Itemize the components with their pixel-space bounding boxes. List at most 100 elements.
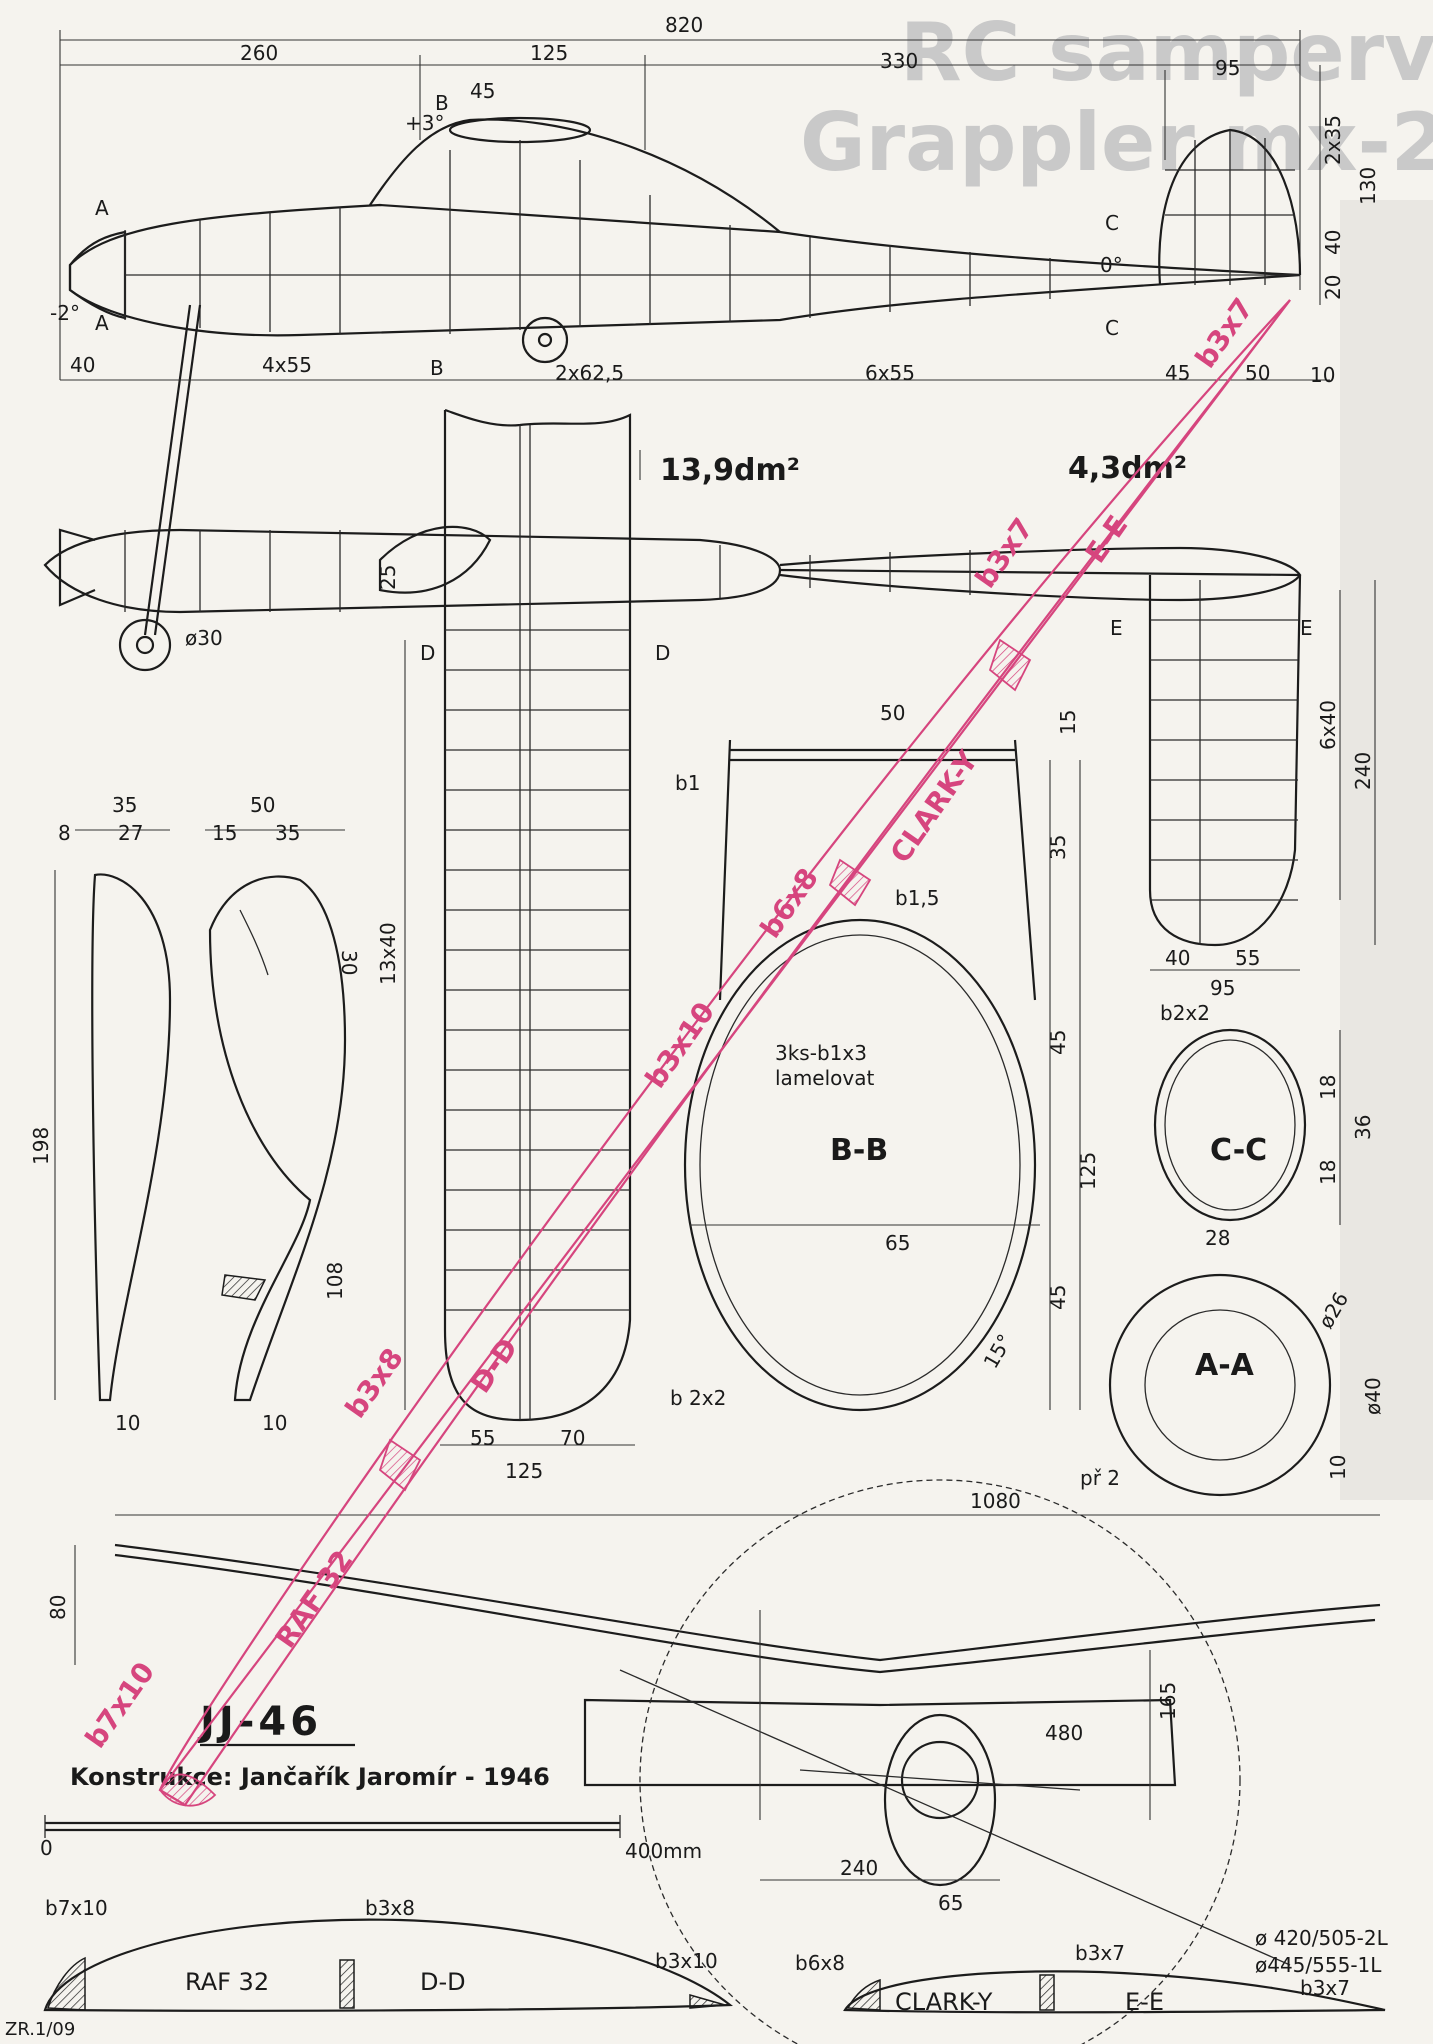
aa-pr2: př 2 (1080, 1466, 1120, 1490)
front-65: 65 (938, 1891, 963, 1915)
wheel-diameter: ø30 (185, 626, 223, 650)
raf-b3x10: b3x10 (655, 1949, 718, 1973)
pink-b3x8: b3x8 (339, 1342, 410, 1424)
cc-label: C-C (1210, 1133, 1267, 1168)
section-e-left: E (1110, 616, 1123, 640)
title-block: JJ-46 Konstrukce: Jančařík Jaromír - 194… (40, 1699, 702, 1863)
dim-45-bottom: 45 (1165, 361, 1190, 385)
dim-55-wing: 55 (470, 1426, 495, 1450)
top-view: ø30 25 13,9dm² 13,9dm² D D 13x40 (43, 408, 1376, 1483)
dim-70-wing: 70 (560, 1426, 585, 1450)
dim-2x625: 2x62,5 (555, 361, 624, 385)
front-span: 1080 (970, 1489, 1021, 1513)
angle-minus2: -2° (50, 301, 80, 325)
bb-50: 50 (880, 701, 905, 725)
tip-left-27: 27 (118, 821, 143, 845)
prop-2: ø445/555-1L (1255, 1953, 1382, 1977)
dim-130: 130 (1356, 167, 1380, 205)
aa-dia40: ø40 (1361, 1377, 1385, 1415)
scale-end: 400mm (625, 1839, 702, 1863)
clark-b3x7-mid: b3x7 (1075, 1941, 1125, 1965)
dim-330: 330 (880, 49, 918, 73)
cc-36: 36 (1351, 1115, 1375, 1140)
dim-40-tail: 40 (1165, 946, 1190, 970)
section-b-top: B (435, 91, 449, 115)
dim-6x40: 6x40 (1316, 700, 1340, 750)
tip-left-35: 35 (112, 793, 137, 817)
tip-left-10: 10 (115, 1411, 140, 1435)
dim-2x35: 2x35 (1321, 115, 1345, 165)
model-title: JJ-46 (197, 1699, 322, 1745)
dim-40: 40 (1321, 230, 1345, 255)
section-e-right: E (1300, 616, 1313, 640)
section-a-bottom: A (95, 311, 109, 335)
dim-125-wing: 125 (505, 1459, 543, 1483)
cc-18-bottom: 18 (1316, 1160, 1340, 1185)
clark-section: E-E (1125, 1988, 1164, 2016)
pink-b6x8: b6x8 (754, 862, 825, 944)
tip-right-10: 10 (262, 1411, 287, 1435)
background-heading-2: Grappler mx-20 (800, 96, 1433, 189)
clark-b3x7-tail: b3x7 (1300, 1976, 1350, 2000)
section-d-left: D (420, 641, 435, 665)
clark-b6x8: b6x8 (795, 1951, 845, 1975)
side-view: 820 260 125 330 95 45 +3° -2° 0° (50, 13, 1380, 636)
dim-240: 240 (1351, 752, 1375, 790)
dim-260: 260 (240, 41, 278, 65)
tip-left-198: 198 (29, 1127, 53, 1165)
clark-name: CLARK-Y (895, 1988, 993, 2016)
raf-section: D-D (420, 1968, 466, 1996)
tip-left-8: 8 (58, 821, 71, 845)
pink-clarky: CLARK-Y (884, 744, 985, 869)
prop-1: ø 420/505-2L (1255, 1926, 1389, 1950)
front-240: 240 (840, 1856, 878, 1880)
front-dihedral: 80 (46, 1595, 70, 1620)
bb-label: B-B (830, 1133, 888, 1168)
dim-20: 20 (1321, 275, 1345, 300)
dim-55-tail: 55 (1235, 946, 1260, 970)
section-a-top: A (95, 196, 109, 220)
front-view: 1080 80 480 165 240 65 ø 420/505-2L ø445… (46, 1479, 1389, 2044)
section-aa: A-A ø26 ø40 10 př 2 (1080, 1273, 1385, 1497)
cc-28: 28 (1205, 1226, 1230, 1250)
cc-18-top: 18 (1316, 1075, 1340, 1100)
tip-right-15: 15 (212, 821, 237, 845)
dim-total: 820 (665, 13, 703, 37)
dim-95: 95 (1215, 56, 1240, 80)
airfoil-clarky: b6x8 b3x7 b3x7 CLARK-Y E-E (795, 1941, 1386, 2016)
bb-note-b2x2: b 2x2 (670, 1386, 726, 1410)
bb-note-lam1: 3ks-b1x3 (775, 1041, 867, 1065)
tip-right-50: 50 (250, 793, 275, 817)
front-165: 165 (1156, 1682, 1180, 1720)
scale-start: 0 (40, 1836, 53, 1860)
bb-65: 65 (885, 1231, 910, 1255)
dim-6x55: 6x55 (865, 361, 915, 385)
raf-b7x10: b7x10 (45, 1896, 108, 1920)
section-d-right: D (655, 641, 670, 665)
tail-area: 4,3dm² (1068, 451, 1187, 486)
dim-125: 125 (530, 41, 568, 65)
dim-40-bottom: 40 (70, 353, 95, 377)
tip-right-30: 30 (337, 950, 361, 975)
dim-10-bottom: 10 (1310, 363, 1335, 387)
bb-15: 15 (1056, 710, 1080, 735)
designer-credit: Konstrukce: Jančařík Jaromír - 1946 (70, 1763, 550, 1791)
bb-note-b15: b1,5 (895, 886, 940, 910)
wingtip-views: 35 8 27 198 10 50 15 35 30 108 10 (29, 793, 361, 1435)
pink-dd: D-D (464, 1332, 525, 1399)
section-b-bottom: B (430, 356, 444, 380)
section-c-bottom: C (1105, 316, 1119, 340)
front-480: 480 (1045, 1721, 1083, 1745)
background-text-column (1340, 200, 1433, 1500)
airfoil-raf32: b7x10 b3x8 b3x10 RAF 32 D-D (43, 1896, 733, 2012)
tip-right-35: 35 (275, 821, 300, 845)
pink-b7x10: b7x10 (79, 1656, 161, 1754)
bb-note-b1: b1 (675, 771, 700, 795)
section-cc: C-C b2x2 18 18 36 28 (1153, 1001, 1375, 1250)
section-c-top: C (1105, 211, 1119, 235)
wing-ribs (445, 425, 630, 1420)
wing-area: 13,9dm² (660, 453, 800, 488)
source-tag: ZR.1/09 (5, 2019, 75, 2040)
